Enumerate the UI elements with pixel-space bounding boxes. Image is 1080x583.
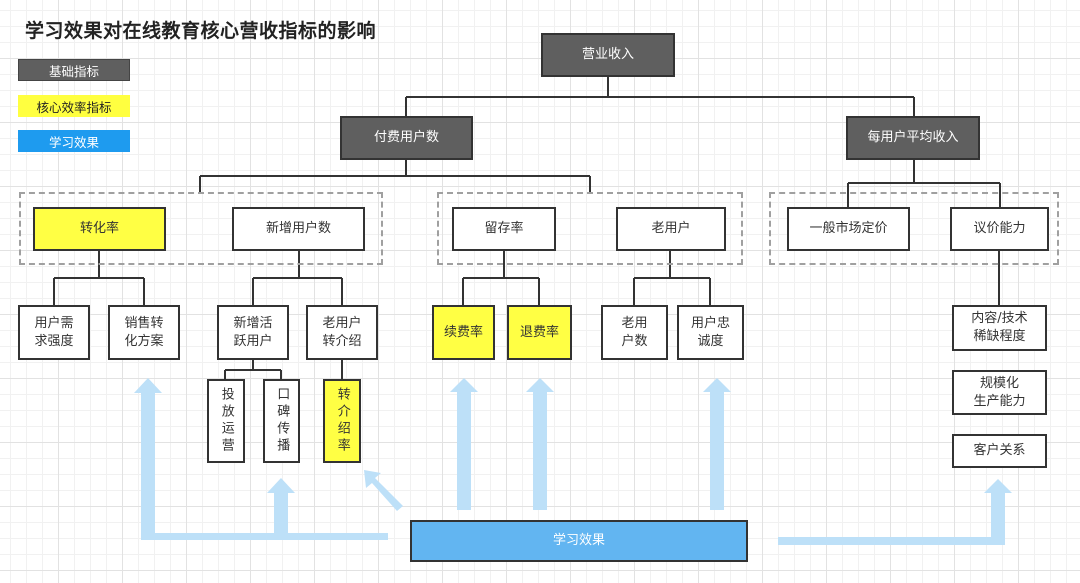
group-conversion-new-users <box>19 192 383 265</box>
node-referral-rate: 转介绍率 <box>323 379 361 463</box>
node-sales-plan: 销售转 化方案 <box>108 305 180 360</box>
node-scarcity: 内容/技术 稀缺程度 <box>952 305 1047 351</box>
arrow-to-customer-relation <box>778 479 1012 545</box>
legend-learning-effect: 学习效果 <box>18 130 130 152</box>
node-retention-rate: 留存率 <box>452 207 556 251</box>
node-arpu: 每用户平均收入 <box>846 116 980 160</box>
node-bargaining-power: 议价能力 <box>950 207 1049 251</box>
node-learning-effect: 学习效果 <box>410 520 748 562</box>
arrow-to-refund-rate <box>526 378 554 510</box>
arrow-to-referral-rate <box>364 470 403 511</box>
group-pricing <box>769 192 1059 265</box>
node-customer-relation: 客户关系 <box>952 434 1047 468</box>
arrow-to-word-of-mouth <box>267 478 295 540</box>
node-old-users: 老用户 <box>616 207 726 251</box>
node-demand-strength: 用户需 求强度 <box>18 305 90 360</box>
connector-paying-users <box>199 159 591 192</box>
node-new-active-users: 新增活 跃用户 <box>217 305 289 360</box>
node-scale-production: 规模化 生产能力 <box>952 370 1047 415</box>
node-referral: 老用户 转介绍 <box>306 305 378 360</box>
node-conversion-rate: 转化率 <box>33 207 166 251</box>
node-new-users: 新增用户数 <box>232 207 365 251</box>
node-old-user-count: 老用 户数 <box>601 305 668 360</box>
node-refund-rate: 退费率 <box>507 305 572 360</box>
diagram-title: 学习效果对在线教育核心营收指标的影响 <box>25 20 377 42</box>
legend-basic-indicator: 基础指标 <box>18 59 130 81</box>
arrow-to-renewal-rate <box>450 378 478 510</box>
node-loyalty: 用户忠 诚度 <box>677 305 744 360</box>
node-market-pricing: 一般市场定价 <box>787 207 910 251</box>
learning-effect-arrows <box>134 378 1012 545</box>
node-renewal-rate: 续费率 <box>432 305 495 360</box>
node-revenue: 营业收入 <box>541 33 675 77</box>
group-retention-old-users <box>437 192 743 265</box>
connector-arpu <box>847 159 1001 208</box>
node-ad-operation: 投放运营 <box>207 379 245 463</box>
arrow-to-loyalty <box>703 378 731 510</box>
legend-core-efficiency-indicator: 核心效率指标 <box>18 95 130 117</box>
connector-new-active-users <box>224 360 282 380</box>
connector-revenue <box>405 76 915 117</box>
node-paying-users: 付费用户数 <box>340 116 473 160</box>
node-word-of-mouth: 口碑传播 <box>263 379 300 463</box>
